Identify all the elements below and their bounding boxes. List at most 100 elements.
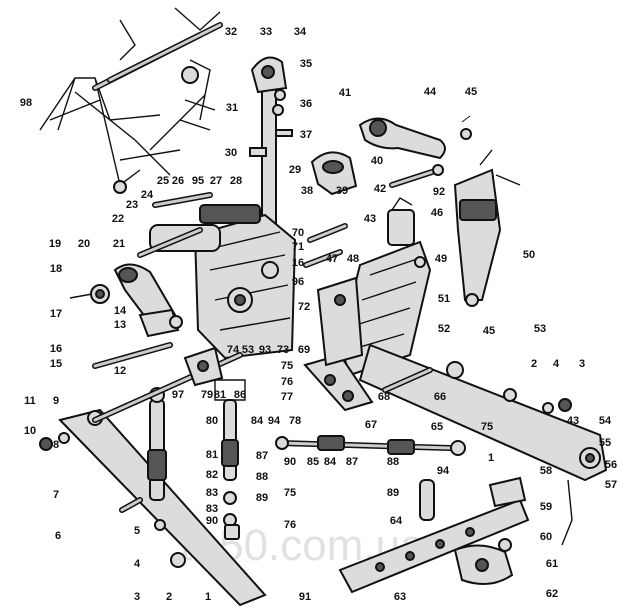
hydraulic-cylinder: [338, 197, 432, 377]
distributor-housing: [137, 192, 297, 360]
part-number-label: 51: [438, 293, 450, 305]
part-number-label: 66: [434, 391, 446, 403]
part-number-label: 1: [488, 452, 494, 464]
part-number-label: 76: [281, 376, 293, 388]
part-number-label: 48: [347, 253, 359, 265]
part-number-label: 65: [431, 421, 443, 433]
part-number-label: 19: [49, 238, 61, 250]
lifting-arm-41: [358, 115, 472, 160]
part-number-label: 15: [50, 358, 62, 370]
part-number-label: 85: [307, 456, 319, 468]
pins-42-92: [303, 164, 444, 268]
part-number-label: 62: [546, 588, 558, 600]
part-number-label: 98: [20, 97, 32, 109]
part-number-label: 49: [435, 253, 447, 265]
part-number-label: 39: [336, 185, 348, 197]
part-number-label: 75: [481, 421, 493, 433]
part-number-label: 26: [172, 175, 184, 187]
part-number-label: 13: [114, 319, 126, 331]
part-number-label: 22: [112, 213, 124, 225]
part-number-label: 6: [55, 530, 61, 542]
part-number-label: 89: [256, 492, 268, 504]
part-number-label: 7: [53, 489, 59, 501]
part-number-label: 3: [579, 358, 585, 370]
part-number-label: 3: [134, 591, 140, 603]
part-number-label: 11: [24, 395, 36, 407]
drawbar-hitch: [338, 476, 573, 594]
part-number-label: 18: [50, 263, 62, 275]
part-number-label: 70: [292, 227, 304, 239]
part-number-label: 83: [206, 503, 218, 515]
part-number-label: 46: [431, 207, 443, 219]
part-number-label: 9: [53, 395, 59, 407]
part-number-label: 1: [205, 591, 211, 603]
part-number-label: 81: [206, 449, 218, 461]
part-number-label: 80: [206, 415, 218, 427]
part-number-label: 5: [134, 525, 140, 537]
part-number-label: 28: [230, 175, 242, 187]
part-number-label: 16: [50, 343, 62, 355]
part-number-label: 17: [50, 308, 62, 320]
part-number-label: 44: [424, 86, 437, 98]
part-number-label: 52: [438, 323, 450, 335]
part-number-label: 64: [390, 515, 403, 527]
part-number-label: 53: [242, 344, 254, 356]
part-number-label: 97: [172, 389, 184, 401]
part-number-label: 59: [540, 501, 552, 513]
part-number-label: 38: [301, 185, 313, 197]
part-number-label: 84: [251, 415, 264, 427]
part-number-label: 33: [260, 26, 272, 38]
part-number-label: 4: [134, 558, 141, 570]
part-number-label: 75: [284, 487, 296, 499]
part-number-label: 94: [437, 465, 450, 477]
part-number-label: 34: [294, 26, 307, 38]
part-number-label: 47: [326, 253, 338, 265]
part-number-label: 68: [378, 391, 390, 403]
part-number-label: 60: [540, 531, 552, 543]
part-number-label: 41: [339, 87, 351, 99]
part-number-label: 94: [268, 415, 281, 427]
part-number-label: 40: [371, 155, 383, 167]
transverse-shaft: [92, 346, 243, 423]
part-number-label: 43: [567, 415, 579, 427]
part-number-label: 84: [324, 456, 337, 468]
bracket-39: [310, 151, 358, 196]
part-number-label: 30: [225, 147, 237, 159]
part-number-label: 4: [553, 358, 560, 370]
part-number-label: 67: [365, 419, 377, 431]
part-number-label: 45: [483, 325, 495, 337]
part-number-label: 35: [300, 58, 312, 70]
assembled-linkage-inset: [39, 7, 223, 194]
part-number-label: 54: [599, 415, 612, 427]
part-number-label: 88: [256, 471, 268, 483]
part-number-label: 50: [523, 249, 535, 261]
part-number-label: 81: [214, 389, 226, 401]
mounting-plate-68: [303, 276, 374, 412]
part-number-label: 45: [465, 86, 477, 98]
part-number-label: 72: [298, 301, 310, 313]
stabilizer-rods: [275, 435, 466, 456]
part-number-label: 21: [113, 238, 125, 250]
part-number-label: 91: [299, 591, 311, 603]
part-number-label: 63: [394, 591, 406, 603]
part-number-label: 36: [300, 98, 312, 110]
part-number-label: 73: [277, 344, 289, 356]
part-number-label: 2: [531, 358, 537, 370]
part-number-label: 74: [227, 344, 240, 356]
part-number-label: 43: [364, 213, 376, 225]
part-number-label: 31: [226, 102, 238, 114]
part-number-label: 23: [126, 199, 138, 211]
part-number-label: 10: [24, 425, 36, 437]
part-number-label: 55: [599, 437, 611, 449]
part-number-label: 53: [534, 323, 546, 335]
part-number-label: 89: [387, 487, 399, 499]
part-number-label: 29: [289, 164, 301, 176]
right-lower-link: [358, 343, 608, 482]
part-number-label: 77: [281, 391, 293, 403]
part-number-label: 61: [546, 558, 558, 570]
part-number-label: 83: [206, 487, 218, 499]
part-number-label: 32: [225, 26, 237, 38]
part-number-label: 71: [292, 241, 304, 253]
